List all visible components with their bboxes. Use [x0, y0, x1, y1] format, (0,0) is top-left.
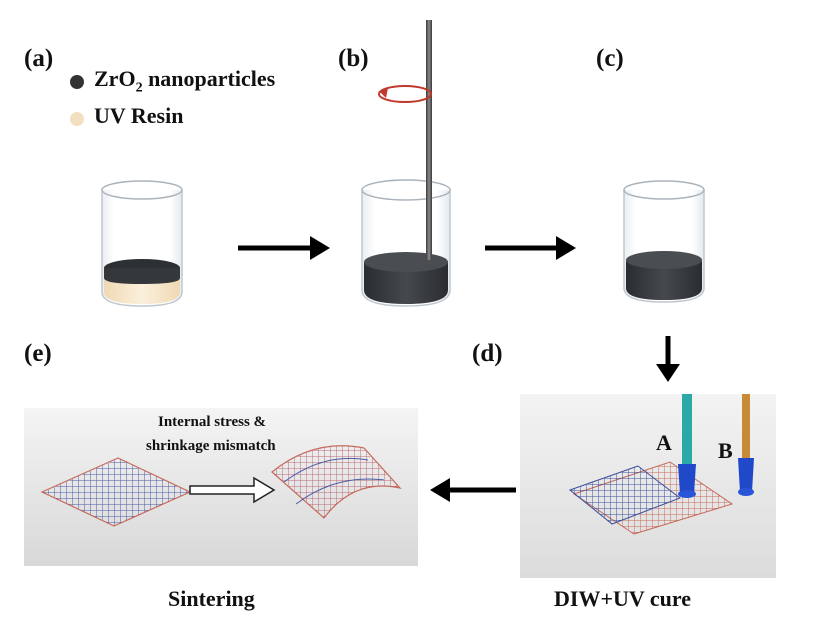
- nozzle-b-body: [742, 394, 750, 458]
- beaker-b: [361, 20, 451, 307]
- legend-zro2-prefix: ZrO: [94, 66, 136, 91]
- stirrer-rod: [426, 20, 432, 260]
- arrow-c-to-d: [656, 336, 680, 382]
- legend-zro2-suffix: nanoparticles: [142, 66, 276, 91]
- uv-resin-legend-dot: [70, 112, 84, 126]
- rotation-arrow: [378, 85, 432, 103]
- legend-zro2-sub: 2: [135, 80, 143, 96]
- arrow-d-to-e: [430, 478, 516, 502]
- beaker-a: [101, 180, 183, 307]
- zro2-legend-dot: [70, 75, 84, 89]
- slurry-c: [626, 260, 702, 300]
- panel-label-c: (c): [596, 45, 624, 72]
- arrow-a-to-b: [238, 236, 330, 260]
- diw-scene: [568, 394, 754, 535]
- panel-e-caption: Sintering: [168, 586, 255, 611]
- beaker-c: [623, 180, 705, 303]
- hollow-arrow: [189, 476, 276, 504]
- sintering-scene: [40, 445, 402, 527]
- annotation-line-2: shrinkage mismatch: [146, 438, 276, 454]
- panel-label-b: (b): [338, 45, 369, 72]
- panel-e-image: Internal stress & shrinkage mismatch: [24, 408, 418, 566]
- panel-label-e: (e): [24, 340, 52, 367]
- nozzle-a-body: [682, 394, 692, 464]
- warped-grid: [271, 445, 402, 519]
- panel-label-a: (a): [24, 45, 54, 72]
- annotation-line-1: Internal stress &: [158, 414, 267, 430]
- panel-d-image: A B: [520, 394, 776, 578]
- panel-label-d: (d): [472, 340, 503, 367]
- nozzle-b-label: B: [718, 438, 733, 463]
- flat-grid: [40, 457, 192, 527]
- panel-d-caption: DIW+UV cure: [554, 586, 691, 611]
- arrow-b-to-c: [485, 236, 576, 260]
- legend-uv-resin: UV Resin: [94, 103, 184, 128]
- nozzle-a-label: A: [656, 430, 672, 455]
- blue-grid-layer: [568, 465, 682, 525]
- mixed-slurry: [364, 262, 448, 304]
- legend-zro2: ZrO2 nanoparticles: [94, 66, 275, 96]
